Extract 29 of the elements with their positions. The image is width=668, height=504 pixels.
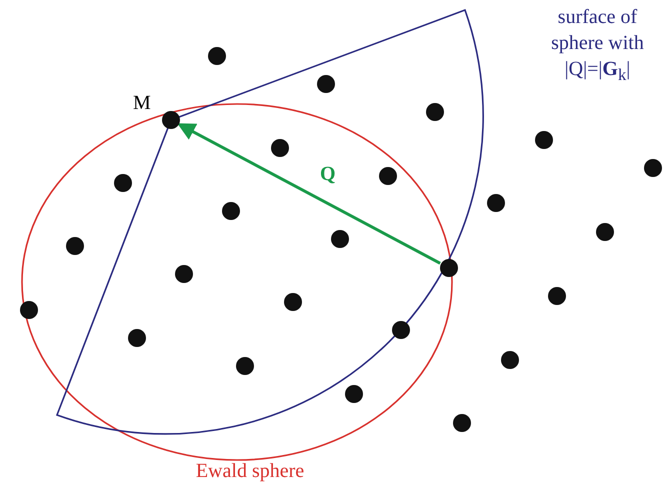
- lattice-point: [128, 329, 146, 347]
- lattice-point: [284, 293, 302, 311]
- lattice-point: [222, 202, 240, 220]
- lattice-point: [162, 111, 180, 129]
- lattice-point: [548, 287, 566, 305]
- surface-label: surface of sphere with |Q|=|G$_{k}$|: [550, 5, 645, 86]
- lattice-point: [426, 103, 444, 121]
- lattice-point: [20, 301, 38, 319]
- lattice-point: [331, 230, 349, 248]
- lattice-point: [644, 159, 662, 177]
- lattice-point: [175, 265, 193, 283]
- lattice-point: [596, 223, 614, 241]
- lattice-point: [236, 357, 254, 375]
- lattice-point: [379, 167, 397, 185]
- lattice-point: [317, 75, 335, 93]
- lattice-point: [453, 414, 471, 432]
- point-label: M: [133, 91, 151, 116]
- sphere-label: Ewald sphere: [194, 459, 306, 484]
- arrow: [177, 123, 441, 265]
- lattice-point: [440, 259, 458, 277]
- lattice-point: [66, 237, 84, 255]
- lattice-point: [114, 174, 132, 192]
- lattice-point: [271, 139, 289, 157]
- lattice-point: [208, 47, 226, 65]
- lattice-point: [487, 194, 505, 212]
- lattice-point: [501, 351, 519, 369]
- lattice-point: [345, 385, 363, 403]
- lattice-point: [535, 131, 553, 149]
- lattice-point: [392, 321, 410, 339]
